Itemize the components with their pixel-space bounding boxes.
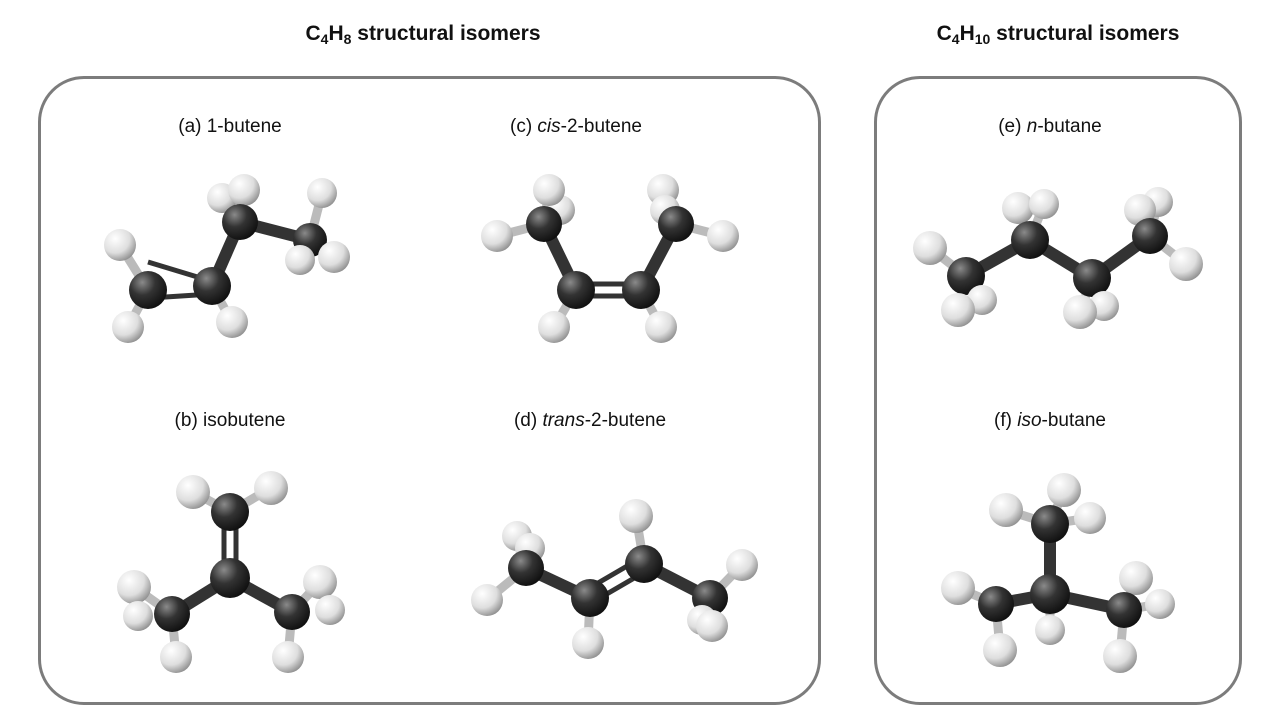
section-title-c4h8: C4H8 structural isomers [305, 22, 541, 47]
molecule-trans-2-butene [471, 499, 758, 659]
label-trans-2-butene: (d) trans-2-butene [513, 410, 667, 431]
molecule-1-butene [104, 174, 350, 343]
molecule-iso-butane [941, 473, 1175, 673]
molecule-cis-2-butene [481, 174, 739, 343]
molecule-isobutene [117, 471, 345, 673]
label-1-butene: (a) 1-butene [178, 116, 282, 137]
c4h10-group-frame [874, 76, 1242, 705]
label-n-butane: (e) n-butane [998, 116, 1102, 137]
label-isobutene: (b) isobutene [174, 410, 286, 431]
label-iso-butane: (f) iso-butane [994, 410, 1106, 431]
section-title-c4h10: C4H10 structural isomers [936, 22, 1180, 47]
label-cis-2-butene: (c) cis-2-butene [509, 116, 643, 137]
c4h8-group-frame [38, 76, 821, 705]
molecule-n-butane [913, 187, 1203, 329]
